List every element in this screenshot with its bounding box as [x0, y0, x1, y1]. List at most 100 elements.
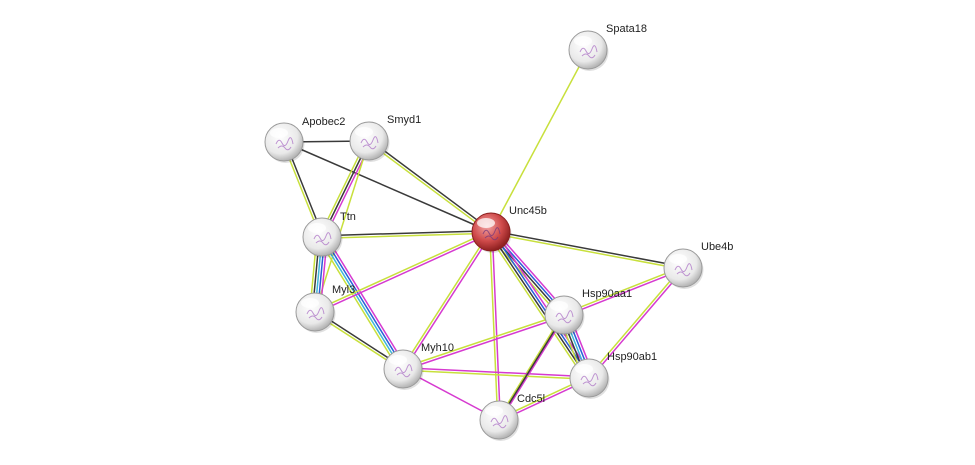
edge-ube4b-hsp90aa1 — [563, 266, 684, 317]
edge-smyd1-unc45b — [367, 139, 493, 234]
node-cdc5l[interactable]: Cdc5l — [479, 393, 545, 441]
node-sphere — [479, 400, 519, 440]
node-ube4b[interactable]: Ube4b — [663, 241, 733, 289]
edge-cdc5l-hsp90aa1 — [498, 314, 565, 421]
edge-line-magenta — [403, 232, 493, 371]
node-sphere — [302, 217, 342, 257]
protein-structure-icon — [490, 415, 509, 429]
node-sphere — [295, 292, 335, 332]
edge-line-yellow — [314, 230, 491, 312]
node-ttn[interactable]: Ttn — [302, 211, 356, 258]
edge-line-black — [498, 314, 565, 421]
edge-line-yellow — [490, 49, 589, 233]
edge-line-black — [491, 229, 684, 268]
edge-line-yellow — [587, 266, 683, 378]
node-label: Hsp90ab1 — [607, 351, 657, 363]
edge-line-cyan — [320, 237, 403, 371]
node-sphere — [264, 122, 304, 162]
edge-unc45b-myh10 — [401, 230, 493, 371]
edge-line-magenta — [589, 268, 685, 380]
protein-structure-icon — [306, 307, 325, 321]
edge-line-yellow — [401, 230, 491, 369]
node-label: Spata18 — [606, 23, 647, 35]
node-myh10[interactable]: Myh10 — [383, 342, 454, 390]
edge-line-yellow — [402, 313, 564, 369]
edge-line-yellow — [488, 232, 499, 421]
edge-unc45b-myl3 — [314, 230, 492, 314]
node-unc45b[interactable]: Unc45b — [471, 205, 547, 253]
edge-line-magenta — [564, 268, 684, 317]
edge-smyd1-myl3 — [314, 140, 370, 313]
edge-line-yellow — [487, 233, 587, 381]
node-sphere — [471, 212, 511, 252]
edge-line-yellow — [367, 141, 491, 234]
node-sphere — [349, 121, 389, 161]
node-hsp90ab1[interactable]: Hsp90ab1 — [569, 351, 657, 399]
node-myl3[interactable]: Myl3 — [295, 284, 355, 333]
node-label: Hsp90aa1 — [582, 288, 632, 300]
node-label: Apobec2 — [302, 116, 345, 128]
node-highlight — [575, 364, 593, 374]
edge-line-magenta — [499, 315, 566, 422]
protein-structure-icon — [674, 263, 693, 277]
node-label: Smyd1 — [387, 114, 421, 126]
node-hsp90aa1[interactable]: Hsp90aa1 — [544, 288, 632, 336]
node-highlight — [389, 355, 407, 365]
edge-line-yellow — [497, 313, 564, 420]
edge-line-magenta — [403, 315, 565, 371]
edge-line-black — [369, 139, 493, 232]
edge-line-magenta — [315, 232, 492, 314]
node-spata18[interactable]: Spata18 — [568, 23, 647, 71]
edge-line-magenta — [403, 366, 590, 378]
edge-unc45b-cdc5l — [488, 231, 502, 421]
edge-ttn-unc45b — [321, 229, 492, 240]
edge-line-magenta — [324, 234, 407, 368]
edge-line-yellow — [490, 232, 683, 271]
protein-structure-icon — [482, 227, 501, 241]
edge-unc45b-spata18 — [490, 49, 589, 233]
edge-line-yellow — [322, 232, 492, 240]
node-apobec2[interactable]: Apobec2 — [264, 116, 345, 163]
edge-line-magenta — [491, 231, 502, 420]
protein-structure-icon — [313, 232, 332, 246]
node-highlight — [574, 36, 592, 46]
protein-structure-icon — [580, 373, 599, 387]
protein-structure-icon — [579, 45, 598, 59]
node-sphere — [568, 30, 608, 70]
edge-line-yellow — [314, 140, 370, 313]
node-highlight — [485, 406, 503, 416]
edge-hsp90aa1-myh10 — [402, 313, 565, 371]
edge-myh10-hsp90ab1 — [402, 366, 590, 381]
node-highlight — [270, 128, 288, 138]
node-label: Ttn — [340, 211, 356, 223]
node-label: Myh10 — [421, 342, 454, 354]
edge-line-yellow — [318, 238, 401, 372]
edge-ttn-myh10 — [318, 234, 407, 372]
node-highlight — [355, 127, 373, 137]
node-sphere — [544, 295, 584, 335]
edge-hsp90aa1-cdc5l — [497, 313, 566, 422]
edge-apobec2-unc45b — [283, 141, 492, 233]
node-label: Cdc5l — [517, 393, 545, 405]
edge-line-yellow — [402, 369, 589, 381]
protein-structure-icon — [394, 364, 413, 378]
node-highlight — [477, 218, 495, 228]
edge-line-blue — [322, 235, 405, 369]
edge-line-black — [283, 141, 492, 233]
node-highlight — [669, 254, 687, 264]
edge-line-black — [321, 229, 491, 237]
protein-structure-icon — [275, 137, 294, 151]
node-sphere — [383, 349, 423, 389]
edge-ube4b-hsp90ab1 — [587, 266, 685, 380]
node-sphere — [569, 358, 609, 398]
node-highlight — [308, 223, 326, 233]
node-highlight — [550, 301, 568, 311]
edge-line-yellow — [563, 266, 683, 315]
protein-structure-icon — [555, 310, 574, 324]
node-highlight — [301, 298, 319, 308]
node-label: Unc45b — [509, 205, 547, 217]
node-smyd1[interactable]: Smyd1 — [349, 114, 421, 162]
node-label: Myl3 — [332, 284, 355, 296]
